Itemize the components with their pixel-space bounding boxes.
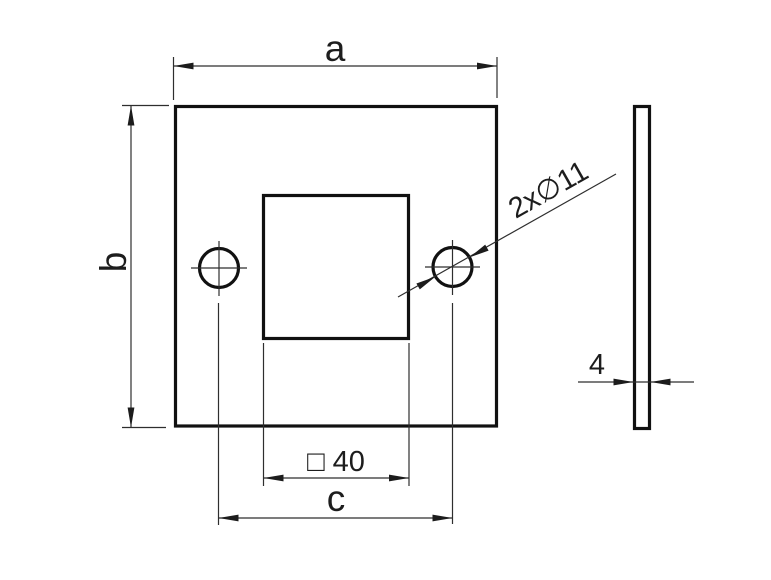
dimension-a: a: [172, 28, 498, 100]
square-hole-outline: [261, 193, 411, 341]
holes-callout-arrow-upper: [469, 244, 489, 258]
holes-callout-arrow-lower: [416, 276, 436, 290]
holes-callout: 2x∅11: [397, 155, 617, 298]
dim-c-label: c: [327, 478, 346, 519]
dim-b-label: b: [93, 252, 134, 273]
dim-thickness-arrow-left: [613, 378, 634, 386]
side-view: 4: [578, 104, 694, 431]
dimension-b: b: [93, 104, 169, 429]
front-view: [173, 104, 499, 428]
holes-callout-label: 2x∅11: [503, 155, 594, 225]
dim-thickness-label: 4: [589, 349, 605, 381]
dim-a-label: a: [325, 28, 346, 69]
holes-callout-leader-line: [397, 173, 617, 298]
dim-square-hole-label: □ 40: [307, 446, 365, 478]
dimension-c: c: [217, 303, 454, 525]
dim-thickness-arrow-right: [650, 378, 671, 386]
plate-outline: [173, 104, 499, 428]
side-view-outline: [632, 104, 652, 431]
bolt-hole-right: [425, 240, 480, 295]
dimension-square-hole: □ 40: [262, 343, 410, 486]
bolt-hole-left: [191, 241, 247, 296]
